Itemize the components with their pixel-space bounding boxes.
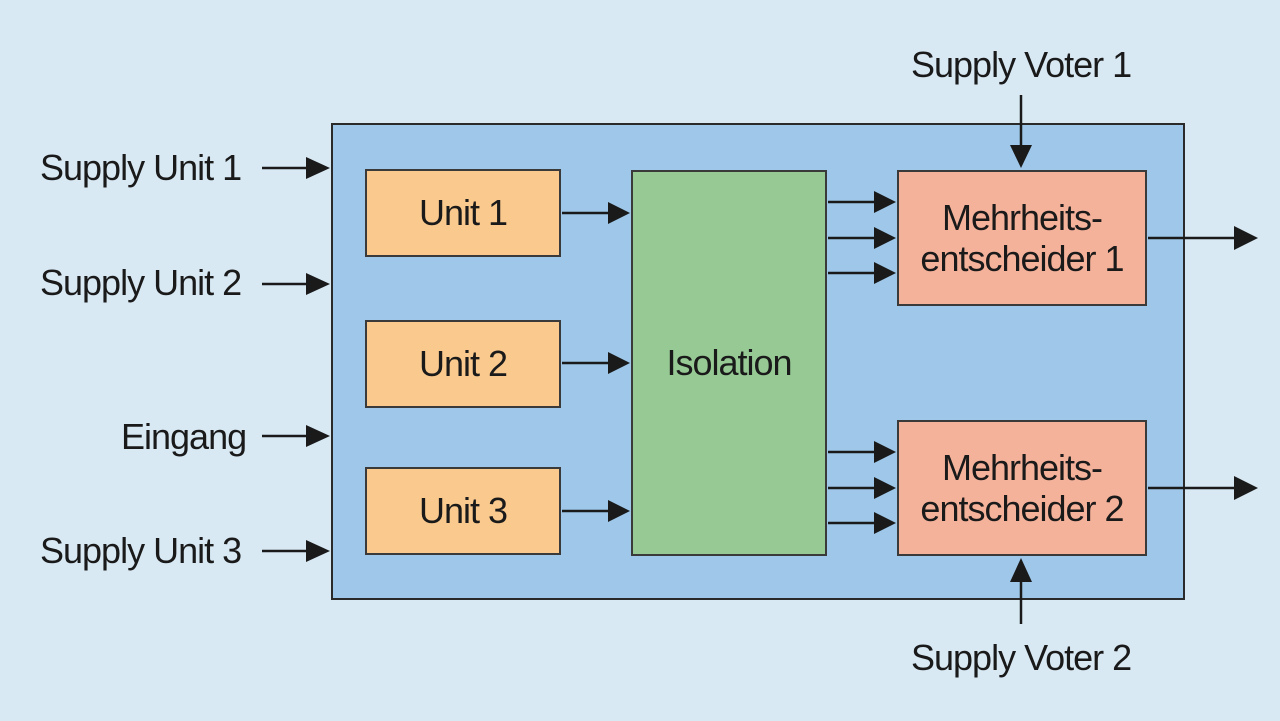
unit-3-box: Unit 3 [365, 467, 561, 555]
arrowhead [1234, 226, 1258, 250]
voter-1-box: Mehrheits- entscheider 1 [897, 170, 1147, 306]
unit-1-label: Unit 1 [418, 192, 508, 234]
arrowhead [1010, 145, 1032, 168]
arrowhead [874, 441, 896, 463]
unit-2-box: Unit 2 [365, 320, 561, 408]
arrowhead [1234, 476, 1258, 500]
voter-1-label-line2: entscheider 1 [920, 238, 1124, 279]
arrowhead [874, 477, 896, 499]
arrowhead [608, 352, 630, 374]
supply-unit-2-label: Supply Unit 2 [40, 262, 242, 303]
arrowhead [306, 540, 330, 562]
voter-1-label-line1: Mehrheits- [941, 196, 1103, 238]
isolation-box: Isolation [631, 170, 827, 556]
supply-voter-1-label: Supply Voter 1 [911, 44, 1132, 85]
arrowhead [874, 512, 896, 534]
isolation-label: Isolation [666, 342, 792, 384]
voter-2-box: Mehrheits- entscheider 2 [897, 420, 1147, 556]
voter-2-label-line2: entscheider 2 [920, 488, 1124, 529]
unit-2-label: Unit 2 [418, 343, 508, 385]
supply-voter-2-label: Supply Voter 2 [911, 637, 1132, 678]
arrowhead [874, 227, 896, 249]
arrowhead [306, 157, 330, 179]
arrowhead [608, 500, 630, 522]
arrowhead [874, 191, 896, 213]
eingang-label: Eingang [121, 416, 247, 457]
arrowhead [874, 262, 896, 284]
unit-3-label: Unit 3 [418, 490, 508, 532]
arrowhead [306, 273, 330, 295]
supply-unit-3-label: Supply Unit 3 [40, 530, 242, 571]
voter-2-label-line1: Mehrheits- [941, 446, 1103, 488]
arrowhead [306, 425, 330, 447]
supply-unit-1-label: Supply Unit 1 [40, 147, 242, 188]
unit-1-box: Unit 1 [365, 169, 561, 257]
arrowhead [608, 202, 630, 224]
arrowhead [1010, 558, 1032, 582]
